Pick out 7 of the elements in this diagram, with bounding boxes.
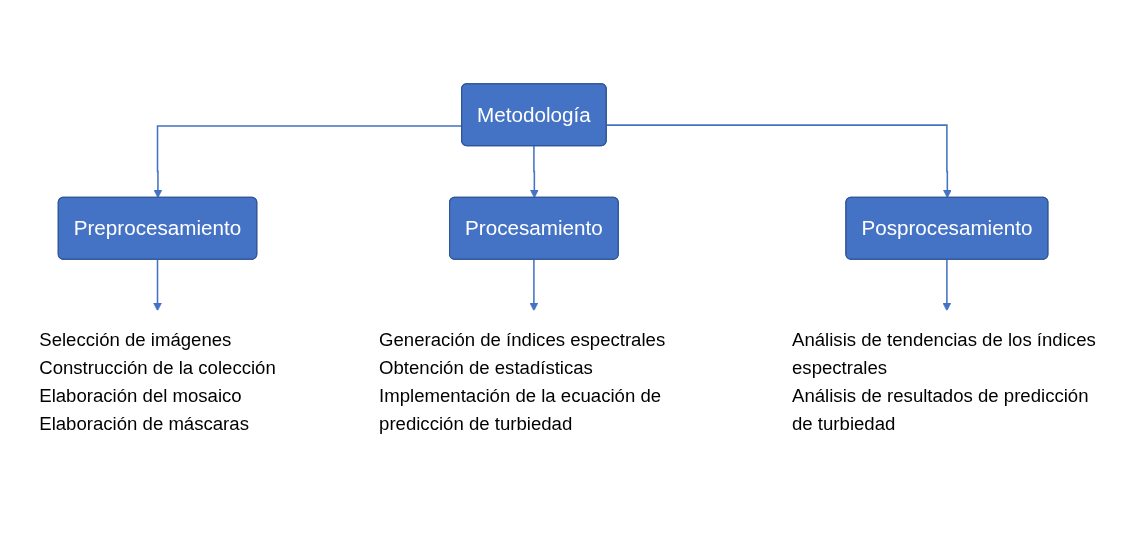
arrow bbox=[529, 145, 539, 199]
arrow bbox=[152, 258, 163, 312]
arrow bbox=[529, 258, 539, 312]
node-text: Generación de índices espectrales Obtención de estadísticas Implementación de la ecuación de predicción de turbiedad bbox=[379, 329, 666, 434]
node-text: Selección de imágenes Construcción de la colección Elaboración del mosaico Elaboración de máscaras bbox=[39, 329, 276, 434]
node-text: Análisis de tendencias de los índices espectrales Análisis de resultados de predicción de turbiedad bbox=[792, 329, 1096, 434]
arrow bbox=[942, 258, 952, 312]
